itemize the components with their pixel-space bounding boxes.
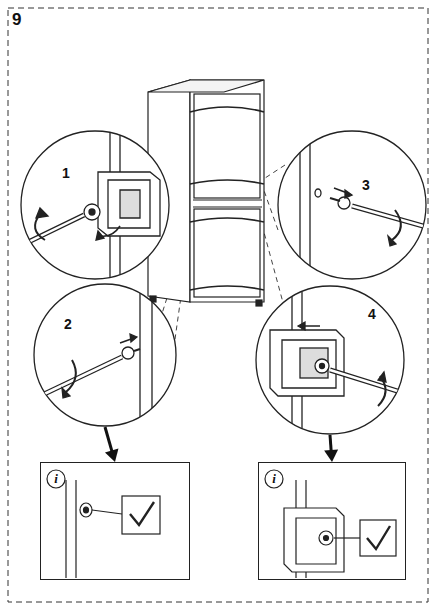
- callout-number: 2: [64, 316, 72, 332]
- info-icon-letter: i: [47, 470, 65, 488]
- step-2-detail: [40, 280, 152, 430]
- step-4-detail: [270, 280, 410, 440]
- info-right-detail: [265, 470, 396, 578]
- door-curves: [190, 107, 264, 290]
- circle-outline: [255, 285, 405, 435]
- callout-number: 4: [368, 306, 376, 322]
- step-detail-circle: 2: [33, 283, 177, 427]
- info-left-detail: [47, 470, 160, 578]
- callout-number: 3: [362, 177, 370, 193]
- info-box: i: [40, 462, 190, 580]
- step-detail-circle: 4: [255, 285, 405, 435]
- step-number: 9: [12, 11, 21, 29]
- box-outline: [40, 462, 190, 580]
- step-detail-circle: 1: [20, 130, 170, 280]
- circle-outline: [277, 130, 427, 280]
- flow-arrow: [324, 435, 338, 462]
- box-outline: [258, 462, 406, 580]
- circle-outline: [20, 130, 170, 280]
- step-3-detail: [300, 120, 430, 290]
- flow-arrow: [105, 427, 118, 462]
- step-1-detail: [20, 120, 160, 290]
- info-icon-letter: i: [265, 470, 283, 488]
- dashed-border: [8, 8, 428, 602]
- info-box: i: [258, 462, 406, 580]
- circle-outline: [33, 283, 177, 427]
- step-detail-circle: 3: [277, 130, 427, 280]
- callout-number: 1: [62, 165, 70, 181]
